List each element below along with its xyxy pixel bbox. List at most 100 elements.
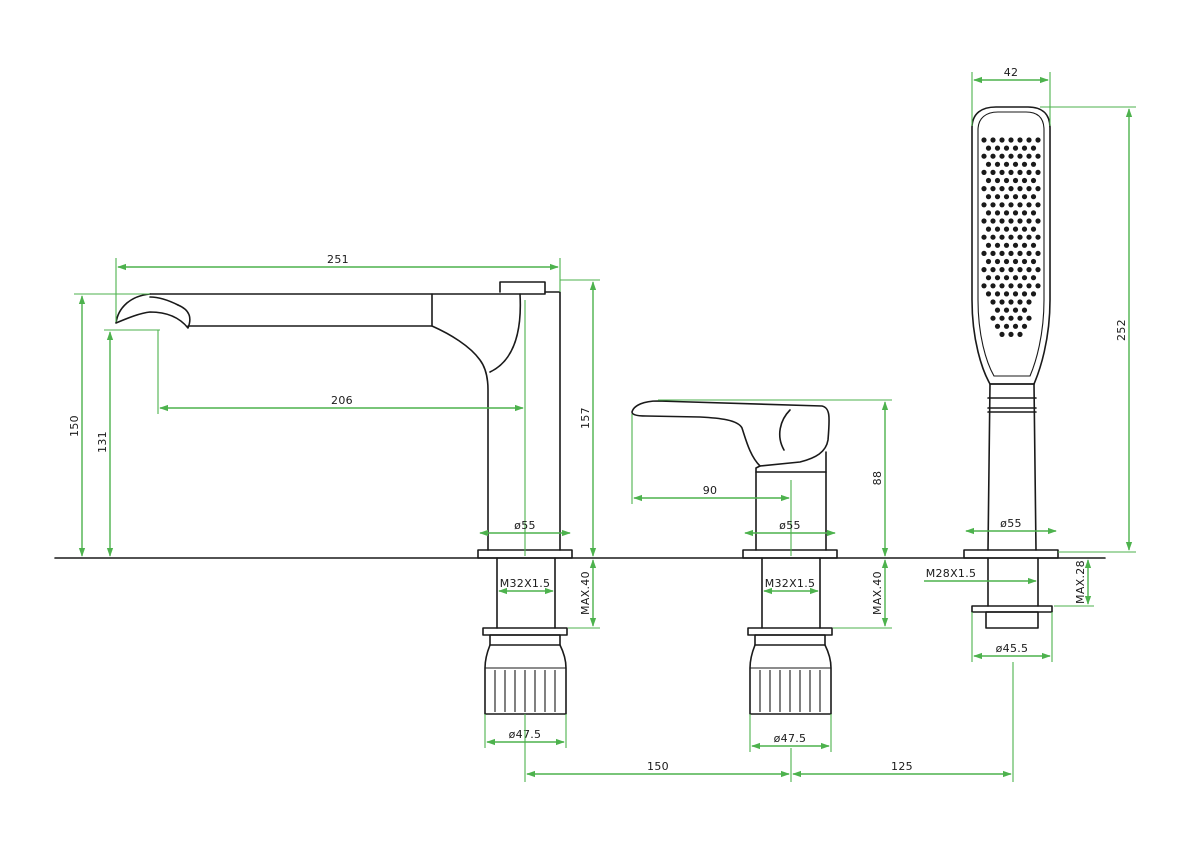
spray-hole — [994, 210, 1001, 216]
spray-hole — [999, 202, 1005, 208]
spray-hole — [990, 169, 996, 175]
spray-hole — [1012, 145, 1019, 151]
spray-hole — [981, 186, 987, 192]
spray-hole — [1021, 242, 1028, 248]
mixer-outline — [631, 400, 838, 715]
spray-hole — [1026, 250, 1032, 256]
spray-hole — [990, 218, 996, 224]
dim-spout-outlet-height: 131 — [96, 329, 160, 557]
spray-hole — [1008, 250, 1014, 256]
spray-hole — [999, 267, 1005, 273]
spray-hole — [1008, 169, 1014, 175]
dim-spout-thread: M32X1.5 — [498, 577, 554, 595]
spray-hole — [1021, 210, 1028, 216]
spray-hole — [985, 242, 992, 248]
spray-hole — [1035, 250, 1041, 256]
dim-shower-nut-dia-label: ø45.5 — [996, 642, 1029, 655]
spray-hole — [981, 218, 987, 224]
spray-hole — [1012, 210, 1019, 216]
dim-mixer-nut-dia: ø47.5 — [749, 714, 832, 752]
spray-hole — [1017, 137, 1023, 143]
spray-hole — [1021, 258, 1028, 265]
spray-hole — [1008, 202, 1014, 208]
spray-hole — [1017, 315, 1023, 321]
spray-hole — [999, 169, 1005, 175]
spray-hole — [1026, 299, 1032, 305]
spray-hole — [1035, 186, 1041, 192]
spray-hole — [994, 275, 1001, 281]
spray-hole — [1003, 275, 1010, 281]
spray-hole — [1026, 137, 1032, 143]
spray-hole — [1030, 145, 1037, 151]
dim-shower-height-label: 252 — [1115, 319, 1128, 341]
spray-hole — [994, 242, 1001, 248]
spray-hole — [1003, 177, 1010, 184]
spray-hole — [1026, 169, 1032, 175]
spray-hole — [1030, 194, 1037, 200]
spray-hole — [999, 299, 1005, 305]
dim-spacing: 150 125 — [524, 662, 1014, 782]
spray-hole — [994, 145, 1001, 151]
spray-hole — [1021, 307, 1028, 313]
spray-hole — [1003, 258, 1010, 265]
spray-hole — [981, 137, 987, 143]
spray-hole — [1003, 161, 1010, 167]
spray-hole — [1012, 291, 1019, 297]
spray-hole — [1003, 226, 1010, 232]
spray-hole — [1030, 226, 1037, 232]
dim-spout-outlet-height-label: 131 — [96, 431, 109, 453]
spray-hole — [981, 283, 987, 289]
spray-hole — [990, 267, 996, 273]
dim-spout-body-height-label: 157 — [579, 407, 592, 429]
dim-spout-reach: 206 — [157, 300, 526, 556]
spray-hole — [1003, 307, 1010, 313]
spray-hole — [1035, 137, 1041, 143]
spray-hole — [1035, 202, 1041, 208]
spray-hole — [1026, 218, 1032, 224]
dim-shower-thread: M28X1.5 — [924, 567, 1037, 585]
spray-hole — [1026, 283, 1032, 289]
dim-mixer-max-deck-label: MAX.40 — [871, 571, 884, 615]
spray-hole — [1021, 145, 1028, 151]
spray-hole — [1021, 177, 1028, 184]
spray-hole — [1021, 275, 1028, 281]
dim-spout-length-label: 251 — [327, 253, 349, 266]
spray-hole — [1003, 323, 1010, 329]
spray-hole — [1017, 250, 1023, 256]
spray-hole — [990, 137, 996, 143]
spray-hole — [999, 137, 1005, 143]
spray-hole — [1017, 267, 1023, 273]
spray-hole — [981, 202, 987, 208]
spray-hole — [1017, 234, 1023, 240]
spray-hole — [1017, 283, 1023, 289]
dim-mixer-lever-reach-label: 90 — [703, 484, 718, 497]
spray-hole — [1008, 153, 1014, 159]
dim-spout-reach-label: 206 — [331, 394, 353, 407]
hand-shower-outline — [963, 106, 1059, 629]
spray-hole — [1012, 307, 1019, 313]
spray-hole — [1035, 153, 1041, 159]
dim-mixer-thread: M32X1.5 — [763, 577, 819, 595]
dim-shower-thread-label: M28X1.5 — [926, 567, 977, 580]
spray-hole — [999, 218, 1005, 224]
spray-hole — [1017, 169, 1023, 175]
spray-hole — [985, 210, 992, 216]
dim-mixer-base-dia: ø55 — [744, 519, 836, 537]
spray-hole — [1026, 186, 1032, 192]
spray-hole — [990, 153, 996, 159]
spray-hole — [1026, 234, 1032, 240]
spray-hole — [999, 250, 1005, 256]
spray-hole — [1021, 161, 1028, 167]
spray-hole — [981, 153, 987, 159]
dim-shower-nut-dia: ø45.5 — [971, 612, 1053, 662]
dim-spout-length: 251 — [115, 253, 561, 322]
spray-hole — [1017, 299, 1023, 305]
spray-hole — [999, 283, 1005, 289]
dim-mixer-height: 88 — [658, 399, 892, 557]
spray-hole — [1003, 210, 1010, 216]
spray-hole — [1012, 242, 1019, 248]
spray-hole — [990, 299, 996, 305]
spray-hole — [1012, 323, 1019, 329]
spray-hole — [1017, 202, 1023, 208]
dim-shower-max-deck-label: MAX.28 — [1074, 560, 1087, 604]
